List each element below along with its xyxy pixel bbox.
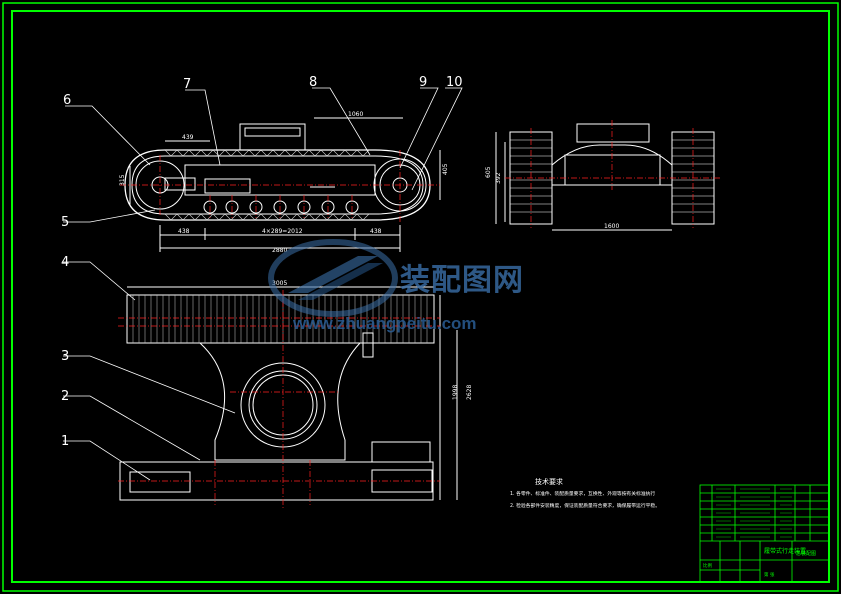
dim-front-height-outer: 605 <box>485 166 492 178</box>
part-number-9: 9 <box>419 75 427 90</box>
dim-side-bottom-mid: 4×289=2012 <box>262 228 303 235</box>
watermark-url: www.zhuangpeitu.com <box>293 314 477 333</box>
part-number-3: 3 <box>61 349 69 364</box>
leader-lines <box>63 87 463 481</box>
technical-notes: 技术要求 1. 各零件、标准件、装配质量要求，互换性、外观等按有关标准执行 2.… <box>510 477 660 509</box>
front-view <box>495 123 715 231</box>
title-block-scale: 比例 <box>703 562 712 569</box>
part-number-6: 6 <box>63 93 71 108</box>
dim-side-right-height: 405 <box>442 163 449 175</box>
watermark-logo-icon <box>268 239 398 317</box>
dim-side-top-right: 1060 <box>348 111 363 118</box>
title-block-title: 履带式行走装置 <box>764 547 806 555</box>
dim-top-overall: 3005 <box>272 280 287 287</box>
side-view-centerlines <box>120 150 440 222</box>
dim-side-overall: 2880 <box>272 247 287 254</box>
dim-plan-height-outer: 2628 <box>466 385 473 400</box>
front-view-centerlines <box>505 120 720 228</box>
note-1: 1. 各零件、标准件、装配质量要求，互换性、外观等按有关标准执行 <box>510 490 655 497</box>
title-block-sheet: 第 张 <box>764 571 775 578</box>
title-block-subtitle: 总装配图 <box>796 550 816 557</box>
notes-title: 技术要求 <box>535 477 563 486</box>
inner-frame <box>11 10 830 583</box>
title-block-hatch <box>716 488 792 538</box>
note-2: 2. 检验各部件安装精度，保证装配质量符合要求，确保履带运行平稳。 <box>510 502 660 509</box>
dim-plan-height-inner: 1998 <box>452 385 459 400</box>
dim-front-height-inner: 392 <box>495 172 502 184</box>
dim-side-left-top: 439 <box>182 134 194 141</box>
plan-view-centerlines <box>118 290 440 510</box>
title-block <box>699 484 830 583</box>
dim-side-bottom-right: 438 <box>370 228 382 235</box>
part-number-5: 5 <box>61 215 69 230</box>
part-number-4: 4 <box>61 255 69 270</box>
part-number-8: 8 <box>309 75 317 90</box>
dim-side-height: 315 <box>119 174 126 186</box>
dim-side-bottom-left: 438 <box>178 228 190 235</box>
part-number-10: 10 <box>446 75 463 90</box>
watermark-brand: 装配图网 <box>400 263 524 298</box>
dim-front-width: 1600 <box>604 223 619 230</box>
part-number-2: 2 <box>61 389 69 404</box>
part-number-7: 7 <box>183 77 191 92</box>
part-number-1: 1 <box>61 434 69 449</box>
